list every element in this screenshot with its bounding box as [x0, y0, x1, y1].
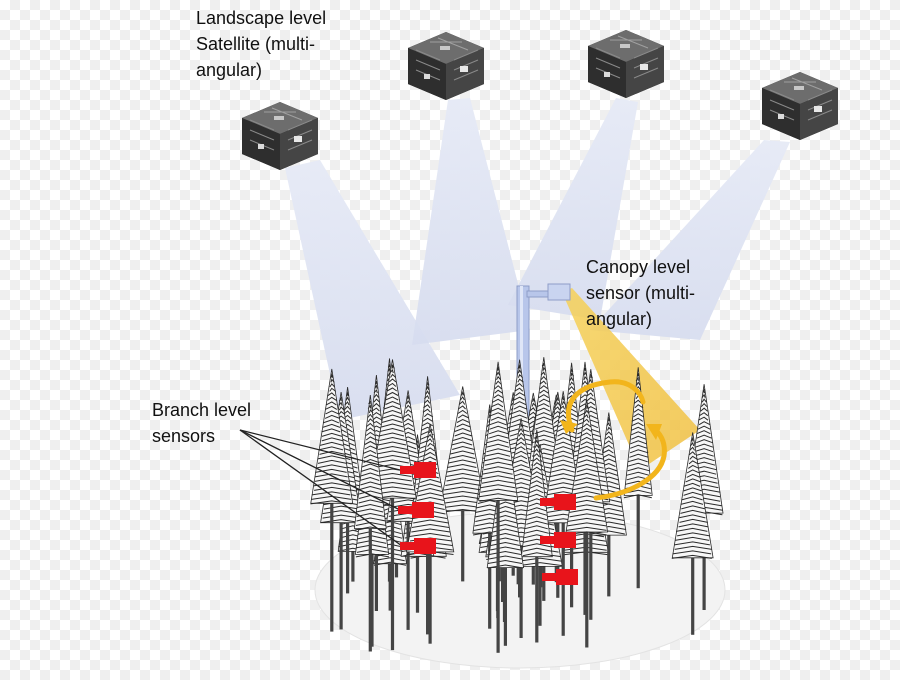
satellite-view-beams: [285, 98, 790, 420]
satellite-icon: [407, 31, 485, 101]
satellite-beam-3: [508, 98, 638, 320]
canopy-sensor-beam: [562, 288, 700, 470]
branch-sensors: [398, 462, 578, 585]
forest: [310, 357, 724, 653]
satellite-icon: [587, 29, 665, 99]
tree: [310, 368, 354, 632]
multi-angular-arrows-icon: [560, 379, 667, 501]
branch-pointer-lines: [239, 429, 403, 547]
branch-sensor-icon: [542, 569, 578, 585]
tree: [438, 386, 487, 582]
satellite-beam-1: [285, 160, 460, 420]
tree: [478, 361, 519, 653]
canopy-level-label: Canopy level sensor (multi- angular): [586, 257, 696, 329]
satellite-beam-4: [590, 140, 790, 340]
branch-sensor-icon: [398, 502, 434, 518]
satellite-icon: [761, 71, 839, 141]
satellite-beam-2: [412, 98, 530, 345]
tree: [520, 429, 553, 643]
satellite-icon: [241, 101, 319, 171]
branch-level-label: Branch level sensors: [152, 400, 252, 446]
branch-sensor-icon: [540, 494, 576, 510]
tree: [671, 432, 714, 635]
branch-sensor-icon: [400, 462, 436, 478]
tree: [623, 367, 653, 589]
branch-sensor-icon: [400, 538, 436, 554]
tree: [486, 441, 524, 646]
branch-sensor-icon: [540, 532, 576, 548]
tree: [368, 359, 417, 651]
landscape-level-label: Landscape level Satellite (multi- angula…: [196, 8, 327, 80]
tree: [353, 394, 387, 652]
